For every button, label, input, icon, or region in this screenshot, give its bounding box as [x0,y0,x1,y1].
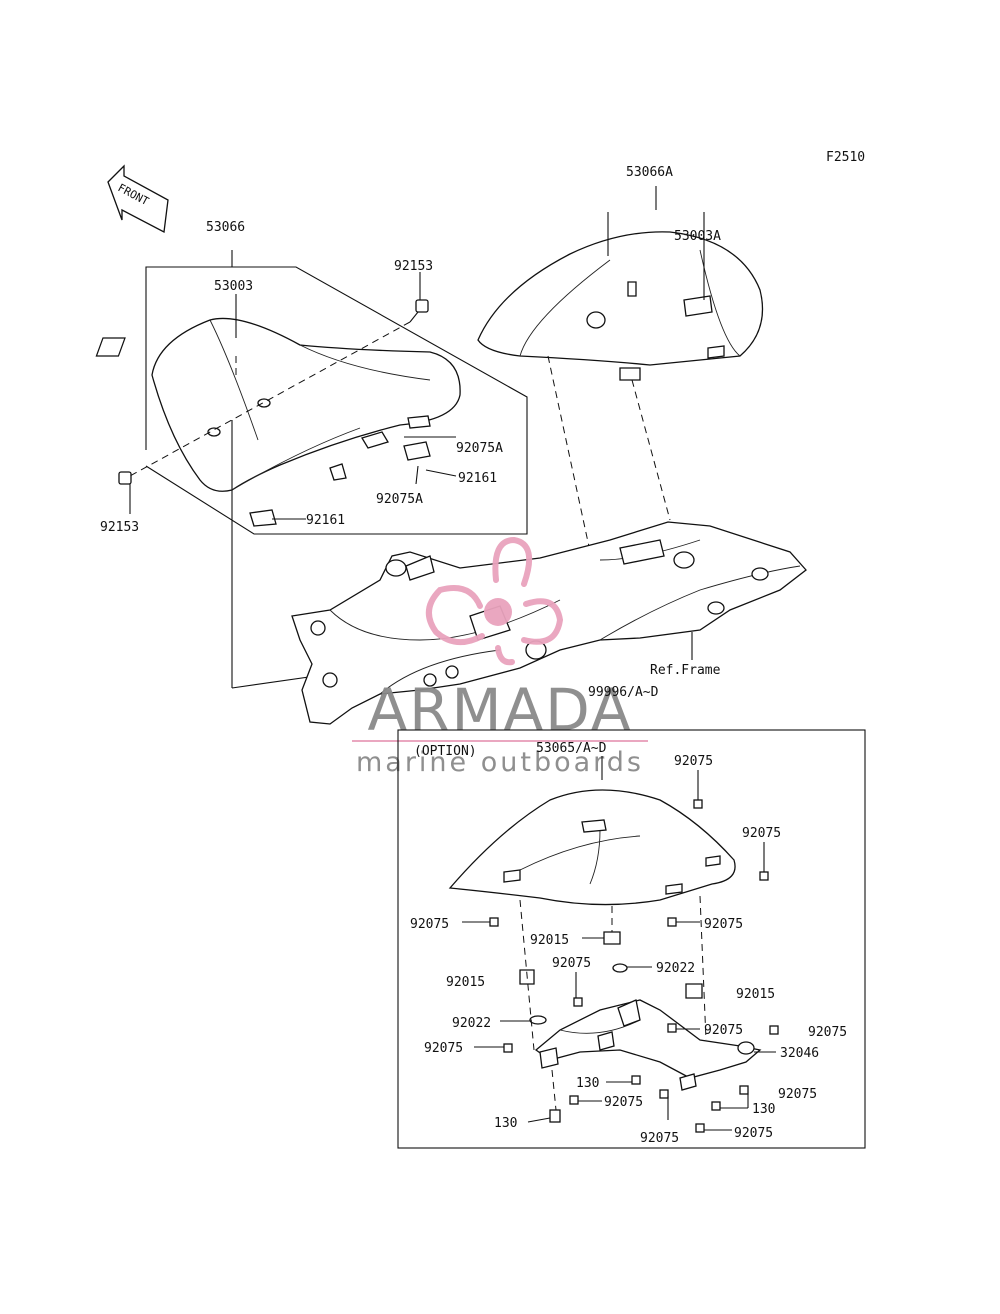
bolt-92075A [407,415,431,429]
callout-32046: 32046 [780,1046,819,1061]
callout-99996: 99996/A~D [588,685,659,700]
callout-92075-12: 92075 [640,1131,679,1146]
option-label: (OPTION) [414,744,477,759]
callout-labels: 53066A 53003A 53066 53003 92153 92153 92… [100,165,847,1146]
callout-53066: 53066 [206,220,245,235]
mount-bracket [534,999,762,1079]
option-box [397,729,866,1149]
callout-92075-4: 92075 [704,917,743,932]
watermark-tagline: marine outboards [356,747,644,778]
callout-92022-1: 92022 [656,961,695,976]
pillion-seat-group [477,186,764,571]
callout-53065: 53065/A~D [536,741,607,756]
seat-emblem-53003 [95,337,126,357]
callout-53003: 53003 [214,279,253,294]
callout-92161-lower: 92161 [306,513,345,528]
hook-92161-upper [403,441,431,461]
front-arrow-icon: FRONT [107,164,169,234]
hook-92161-lower [249,509,277,527]
bolt-92153-left [118,471,132,485]
callout-92015-3: 92015 [736,987,775,1002]
callout-92075-3: 92075 [410,917,449,932]
callout-92075-8: 92075 [424,1041,463,1056]
callout-92022-2: 92022 [452,1016,491,1031]
callout-92153-top: 92153 [394,259,433,274]
watermark-brand: ARMADA [367,676,632,744]
seat-cowl [448,789,736,906]
callout-92075-6: 92075 [704,1023,743,1038]
callout-130-1: 130 [576,1076,599,1091]
figure-code: F2510 [826,150,865,165]
callout-92015-1: 92015 [530,933,569,948]
callout-92015-2: 92015 [446,975,485,990]
callout-92075-9: 92075 [778,1087,817,1102]
callout-53066A: 53066A [626,165,673,180]
seat-frame [291,521,807,725]
collar-32046 [737,1041,755,1055]
callout-92075-2: 92075 [742,826,781,841]
option-group: (OPTION) [397,729,866,1149]
callout-92161-upper: 92161 [458,471,497,486]
seat-emblem-53003A [683,295,713,317]
callout-92075-7: 92075 [808,1025,847,1040]
callout-130-3: 130 [494,1116,517,1131]
bolt-92153-top [409,299,429,323]
callout-92153-left: 92153 [100,520,139,535]
callout-53003A: 53003A [674,229,721,244]
callout-ref-frame: Ref.Frame [650,663,721,678]
callout-92075-5: 92075 [552,956,591,971]
pillion-seat [477,231,764,366]
callout-92075-1: 92075 [674,754,713,769]
armada-logo-icon [426,536,564,666]
callout-92075A-upper: 92075A [456,441,503,456]
callout-92075A-lower: 92075A [376,492,423,507]
callout-92075-10: 92075 [604,1095,643,1110]
callout-130-2: 130 [752,1102,775,1117]
rider-seat [151,317,461,492]
armada-watermark: ARMADA marine outboards [352,536,648,778]
callout-92075-11: 92075 [734,1126,773,1141]
rider-seat-group [95,250,528,689]
